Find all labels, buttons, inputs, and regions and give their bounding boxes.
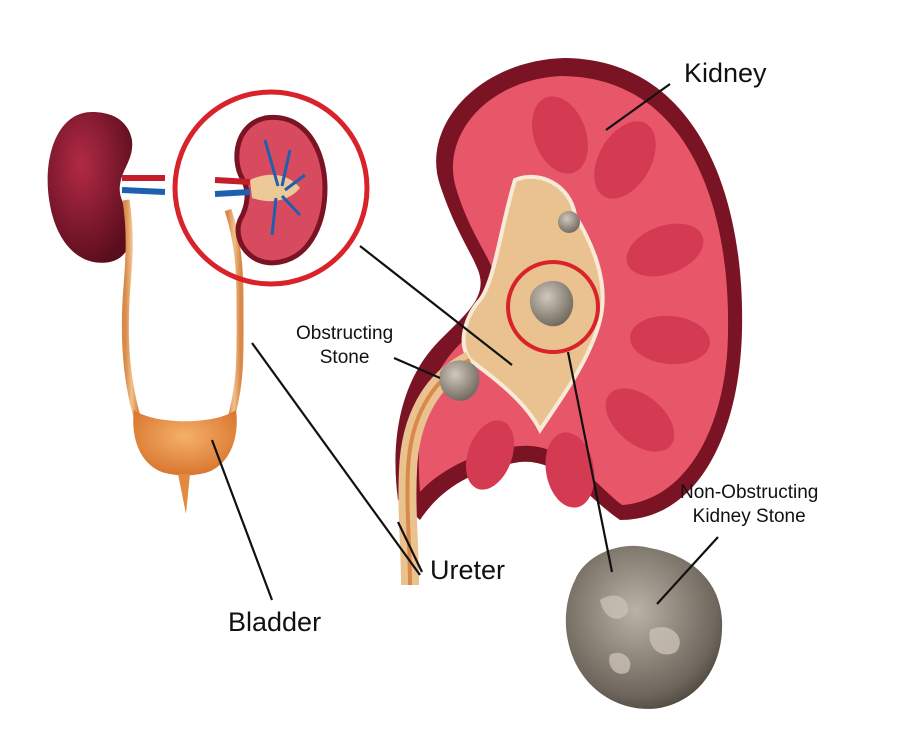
ureter-leader-line-1 [251,342,421,576]
non-obstructing-leader-line [656,536,719,605]
label-obstructing-line1: Obstructing [296,323,394,344]
label-non-obstructing-line1: Non-Obstructing [680,482,819,503]
bladder-illustration [133,410,237,514]
label-ureter: Ureter [430,555,506,585]
zoom-highlight-circle [172,89,370,287]
highlighted-stone [529,280,574,327]
ureter-leader-line-2 [397,521,423,573]
small-stone-upper [558,211,580,233]
label-bladder: Bladder [228,607,322,637]
left-kidney-illustration [47,112,166,263]
bladder-leader-line [210,439,274,601]
label-obstructing-stone: Obstructing Stone [296,322,393,370]
kidney-leader-line [605,83,671,131]
right-ureter [224,208,244,423]
label-obstructing-line2: Stone [319,347,370,368]
left-ureter [121,199,142,422]
zoom-connector-line [359,245,513,366]
stone-highlight-circle [506,260,600,354]
label-kidney: Kidney [684,58,767,88]
small-kidney-cross-section [214,114,328,266]
label-non-obstructing-stone: Non-Obstructing Kidney Stone [680,481,818,529]
obstructing-leader-line [393,356,441,380]
stone-connector-line [566,351,614,573]
leader-lines [210,83,719,605]
obstructing-stone [439,360,480,401]
label-non-obstructing-line2: Kidney Stone [692,506,806,527]
non-obstructing-stone [565,545,723,709]
